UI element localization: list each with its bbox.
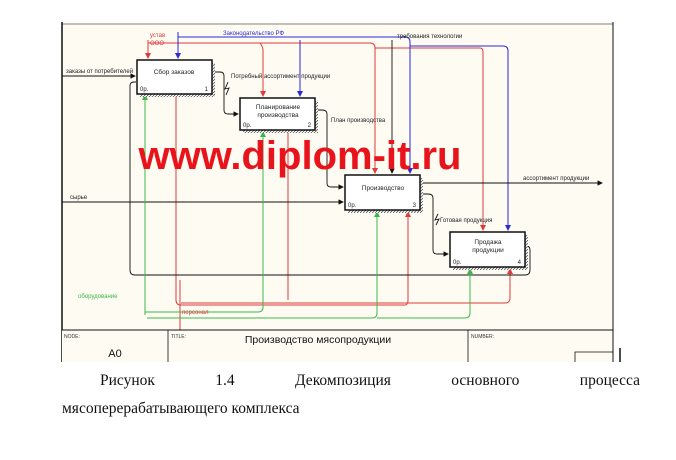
activity-box-4[interactable]: Продажа продукции 0р. 4 — [449, 231, 528, 270]
activity-box-1[interactable]: Сбор заказов 0р. 1 — [136, 59, 215, 97]
figure-caption-line1: Рисунок 1.4 Декомпозиция основного проце… — [62, 372, 640, 390]
box-number: 1 — [205, 87, 209, 93]
box-number: 2 — [308, 123, 312, 129]
caption-word: Рисунок — [100, 372, 155, 389]
box-number: 4 — [518, 260, 522, 266]
box-title-line1: Продажа — [474, 239, 502, 246]
caption-word: 1.4 — [215, 372, 235, 389]
box-cost: 0р. — [140, 87, 149, 93]
box-title: Производство — [362, 185, 405, 192]
box-cost: 0р. — [348, 203, 357, 209]
idef0-diagram: Сбор заказов 0р. 1 Планирование производ… — [61, 22, 621, 362]
arrow-label-staff: персонал — [182, 310, 209, 316]
arrow-label-finished: Готовая продукция — [440, 218, 492, 224]
activity-box-3[interactable]: Производство 0р. 3 — [344, 174, 423, 213]
arrow-label-need: Потребный ассортимент продукции — [231, 73, 330, 80]
blue-arrows — [175, 32, 511, 231]
arrow-label-raw: сырье — [70, 195, 88, 201]
arrow-label-ustav: устав — [150, 33, 165, 39]
black-arrows — [62, 40, 603, 276]
arrow-label-equipment: оборудование — [78, 294, 118, 300]
box-title-line2: продукции — [472, 247, 504, 254]
activity-box-2[interactable]: Планирование производства 0р. 2 — [239, 97, 318, 133]
box-number: 3 — [413, 203, 417, 209]
arrow-label-law: Законодательство РФ — [223, 31, 284, 37]
caption-word: Декомпозиция — [295, 372, 391, 389]
arrow-label-orders: заказы от потребителей — [66, 68, 133, 75]
arrow-label-assortment: ассортимент продукции — [523, 176, 589, 182]
box-cost: 0р. — [243, 123, 252, 129]
title-block: NODE: A0 TITLE: Производство мясопродукц… — [62, 329, 621, 362]
figure-caption-line2: мясоперерабатывающего комплекса — [62, 400, 300, 417]
node-label: NODE: — [64, 334, 80, 340]
arrow-label-plan: План производства — [331, 118, 386, 124]
title-label: TITLE: — [171, 334, 186, 340]
number-label: NUMBER: — [471, 334, 494, 340]
red-arrows — [145, 40, 513, 330]
node-value: A0 — [108, 348, 121, 360]
arrow-label-ooo: ООО — [150, 41, 164, 47]
caption-word: основного — [451, 372, 520, 389]
box-cost: 0р. — [453, 260, 462, 266]
watermark: www.diplom-it.ru — [138, 134, 462, 178]
box-title-line1: Планирование — [256, 104, 301, 111]
diagram-title: Производство мясопродукции — [245, 334, 391, 346]
green-arrows — [142, 94, 473, 319]
caption-word: процесса — [579, 372, 640, 389]
arrow-label-tech: требования технологии — [397, 34, 462, 40]
box-title: Сбор заказов — [154, 68, 195, 76]
box-title-line2: производства — [257, 112, 299, 119]
